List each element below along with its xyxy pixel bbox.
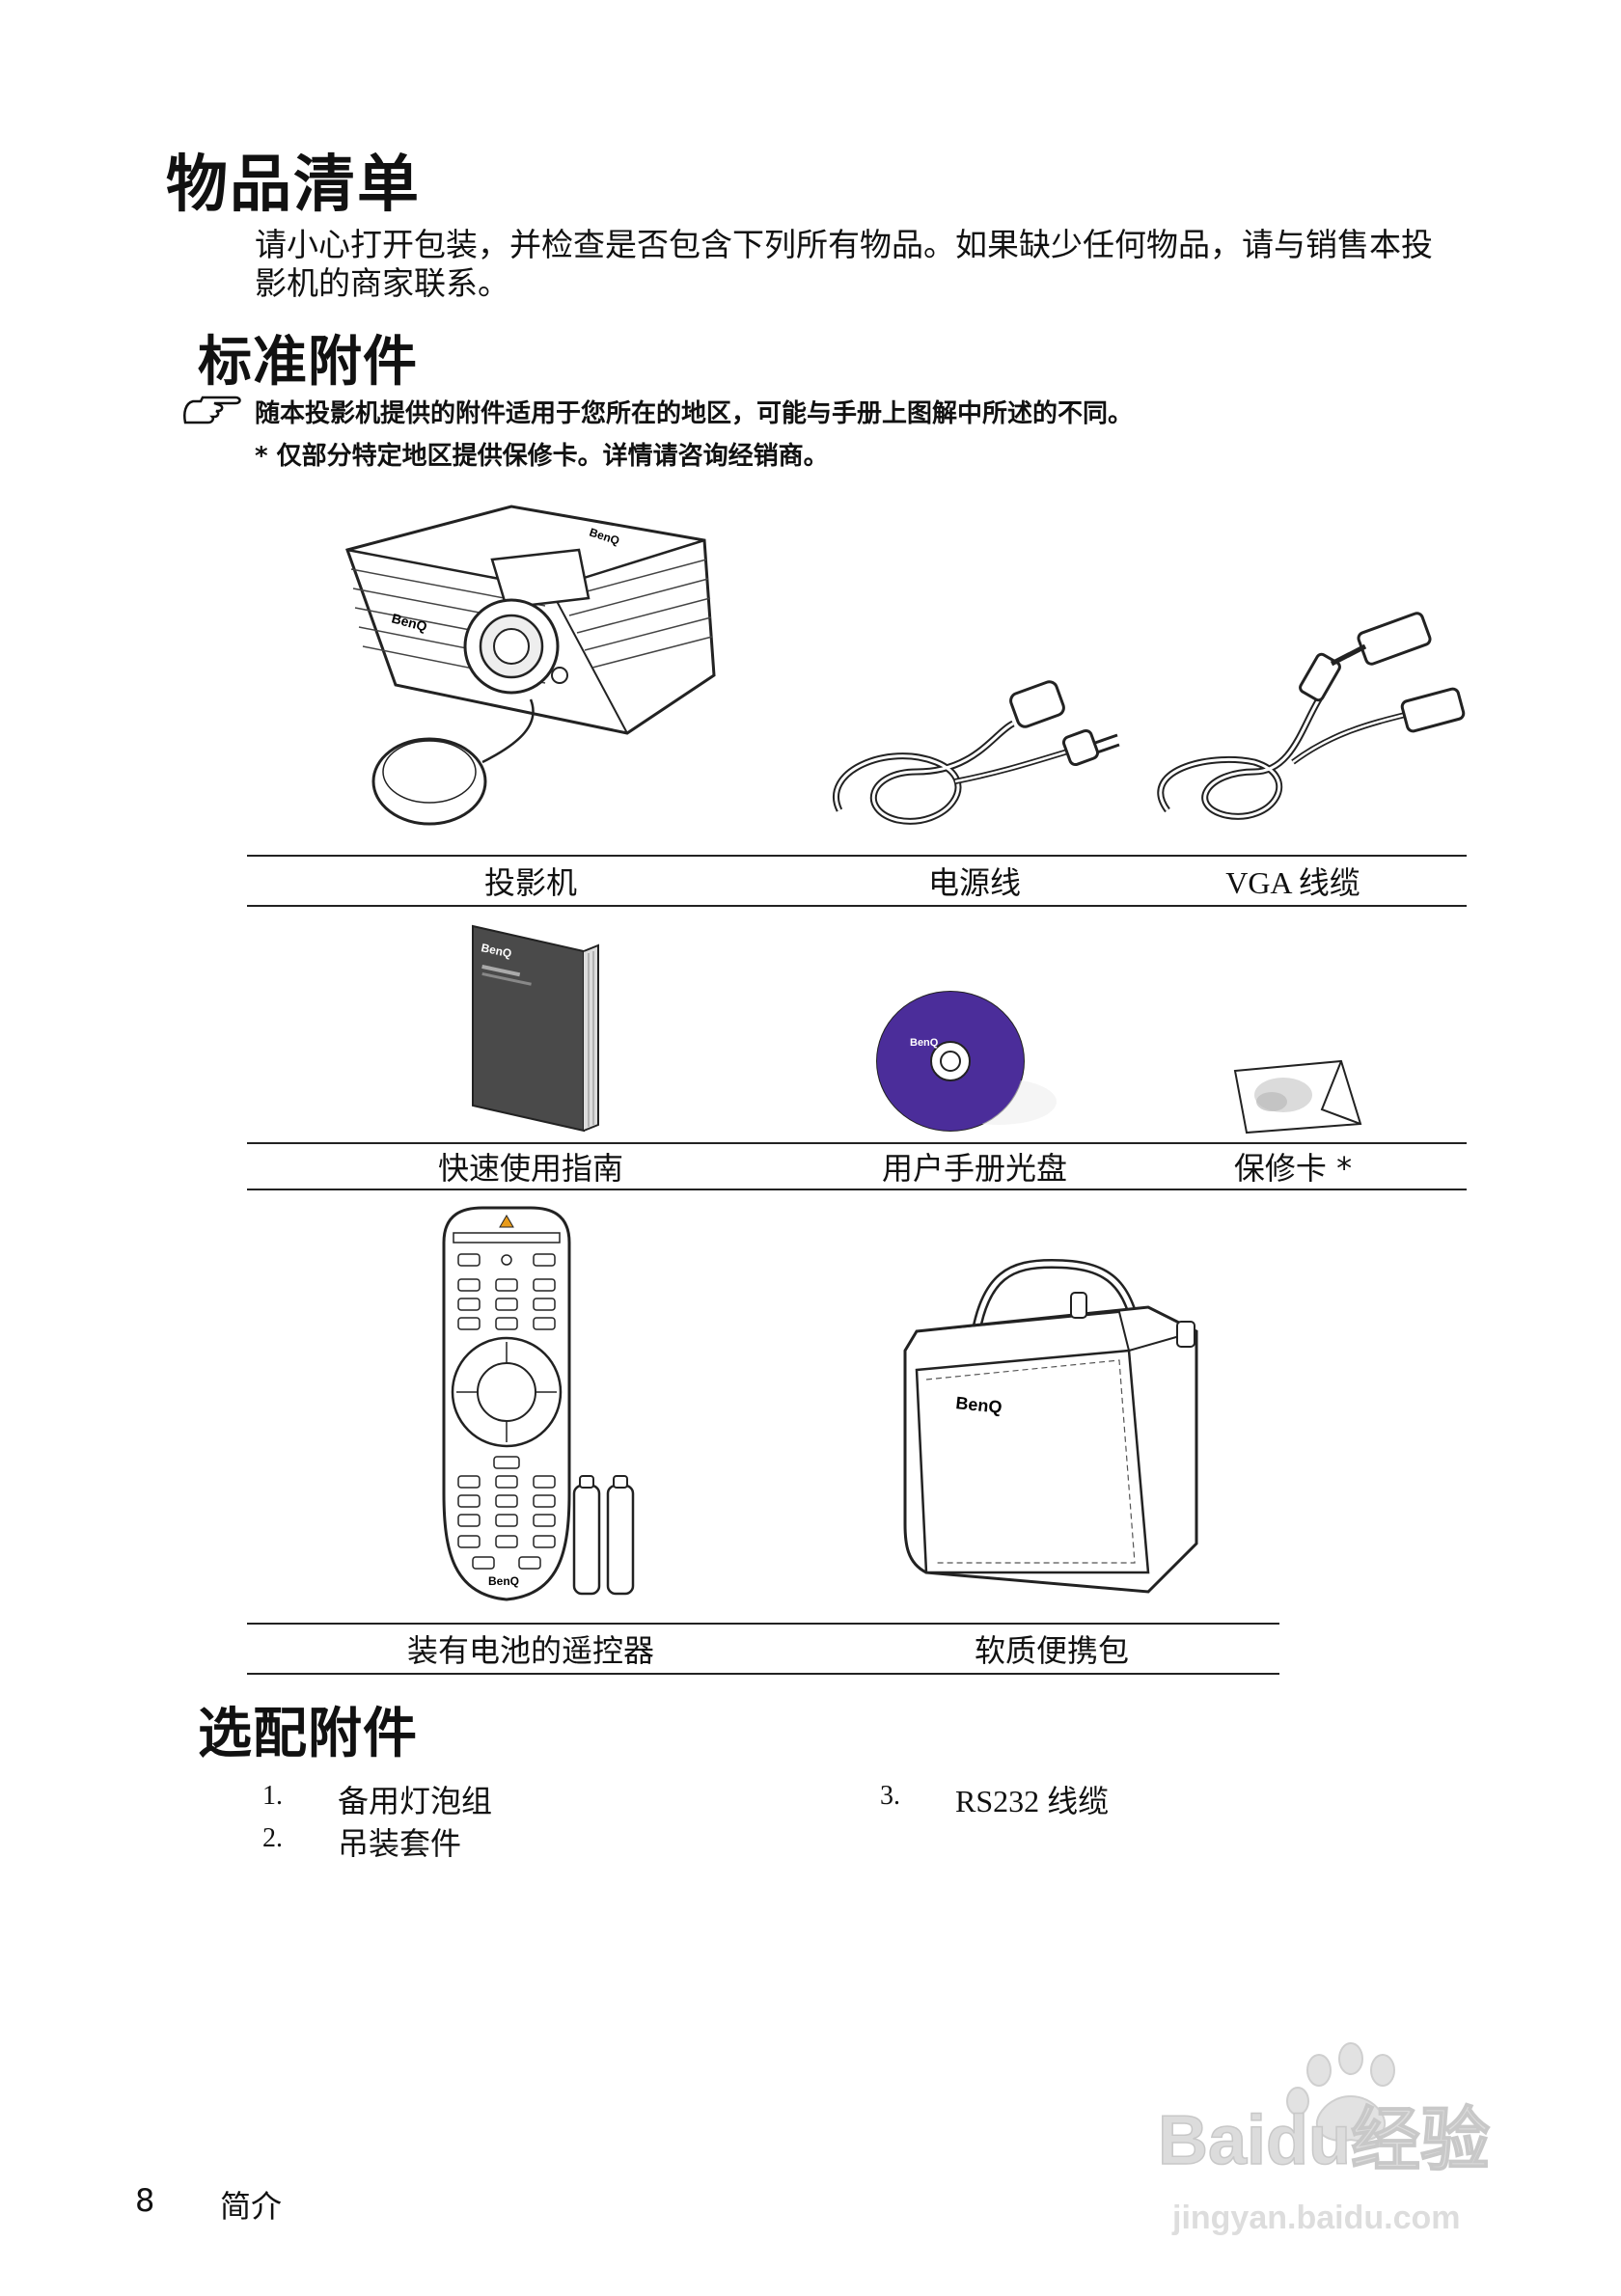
vga-cable-illustration bbox=[1157, 612, 1466, 820]
page-title: 物品清单 bbox=[166, 150, 421, 221]
section-label: 简介 bbox=[220, 2188, 283, 2225]
quick-guide-illustration: BenQ bbox=[472, 924, 599, 1133]
watermark-url: jingyan.baidu.com bbox=[1171, 2200, 1460, 2236]
caption-warranty-card: 保修卡 * bbox=[1233, 1150, 1353, 1187]
optional-item-ceiling-kit: 吊装套件 bbox=[338, 1825, 462, 1862]
guide-brand-text: BenQ bbox=[480, 941, 512, 960]
caption-remote-control: 装有电池的遥控器 bbox=[406, 1632, 654, 1669]
caption-projector: 投影机 bbox=[483, 864, 577, 901]
optional-item-num: 2. bbox=[262, 1823, 283, 1853]
intro-text: 请小心打开包装，并检查是否包含下列所有物品。如果缺少任何物品，请与销售本投影机的… bbox=[255, 226, 1433, 302]
cd-brand-text: BenQ bbox=[910, 1037, 939, 1049]
pointing-hand-icon bbox=[183, 396, 241, 424]
caption-power-cord: 电源线 bbox=[927, 864, 1021, 901]
caption-carry-case: 软质便携包 bbox=[974, 1632, 1129, 1669]
optional-heading: 选配附件 bbox=[198, 1703, 418, 1765]
note-regional: 随本投影机提供的附件适用于您所在的地区，可能与手册上图解中所述的不同。 bbox=[255, 399, 1134, 428]
standard-heading: 标准附件 bbox=[198, 331, 418, 394]
remote-control-illustration: BenQ bbox=[442, 1206, 635, 1601]
optional-item-num: 1. bbox=[262, 1781, 283, 1811]
projector-illustration: BenQ BenQ bbox=[345, 505, 716, 826]
caption-vga-cable: VGA 线缆 bbox=[1225, 865, 1360, 900]
watermark-text: Baidu经验 bbox=[1158, 2102, 1490, 2179]
remote-brand-text: BenQ bbox=[488, 1574, 519, 1588]
note-warranty: * 仅部分特定地区提供保修卡。详情请咨询经销商。 bbox=[255, 442, 829, 471]
power-cord-illustration bbox=[833, 680, 1120, 825]
case-brand-text: BenQ bbox=[955, 1393, 1003, 1417]
warranty-card-illustration bbox=[1233, 1059, 1362, 1134]
caption-user-manual-cd: 用户手册光盘 bbox=[881, 1150, 1067, 1187]
optional-item-lamp: 备用灯泡组 bbox=[338, 1783, 493, 1819]
baidu-watermark: Baidu经验 jingyan.baidu.com bbox=[1157, 2042, 1491, 2236]
optional-item-rs232-cable: RS232 线缆 bbox=[955, 1784, 1110, 1818]
caption-quick-guide: 快速使用指南 bbox=[437, 1150, 623, 1187]
optional-item-num: 3. bbox=[880, 1781, 900, 1811]
page-number: 8 bbox=[135, 2182, 155, 2219]
carry-case-illustration: BenQ bbox=[903, 1258, 1198, 1594]
user-manual-cd-illustration: BenQ bbox=[876, 991, 1057, 1132]
